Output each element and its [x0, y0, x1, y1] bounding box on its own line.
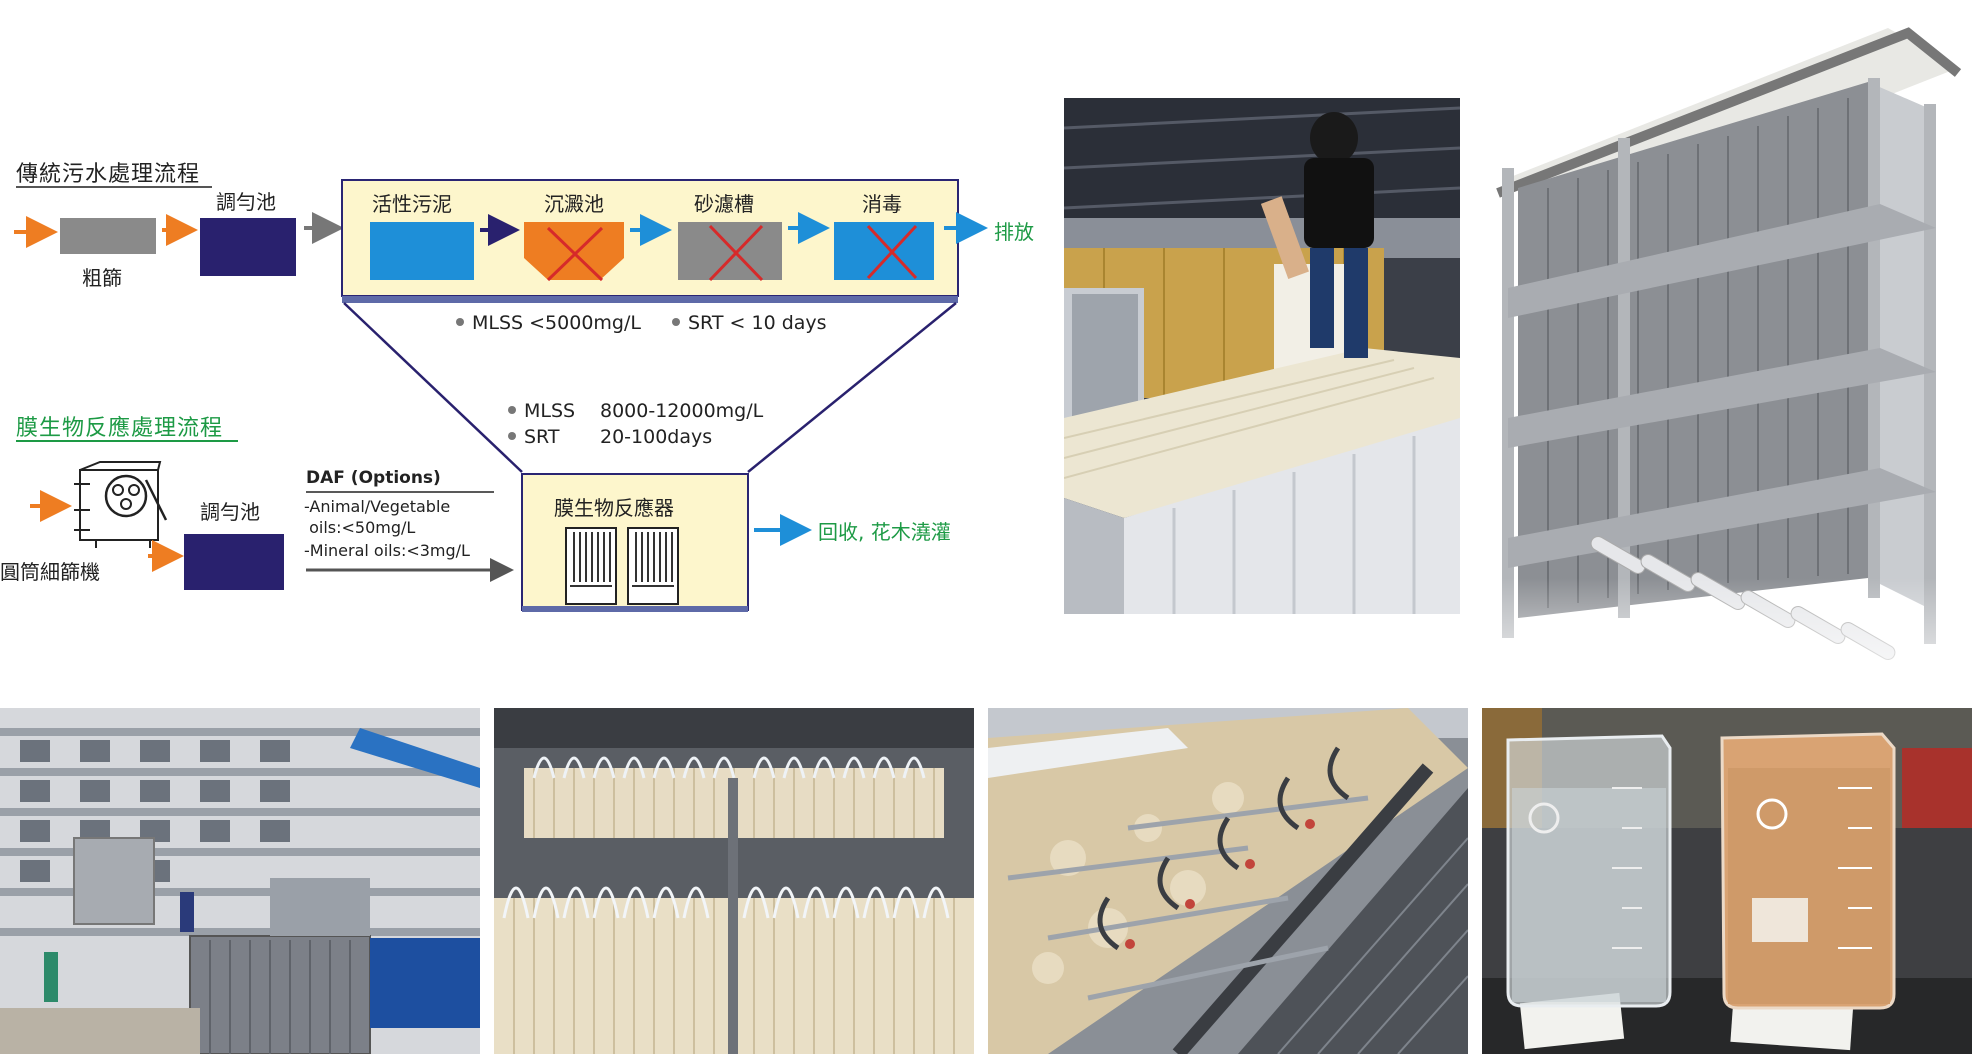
traditional-title: 傳統污水處理流程 [16, 162, 201, 187]
mbr-reactor-label: 膜生物反應器 [554, 496, 674, 520]
traditional-title-underline [16, 186, 212, 188]
mbr-equalization-label: 調勻池 [200, 500, 260, 524]
equalization-tank-block [200, 218, 296, 276]
traditional-equalization-label: 調勻池 [216, 190, 276, 214]
funnel-right-line [747, 302, 957, 473]
daf-line1: -Animal/Vegetable [304, 497, 451, 516]
daf-title: DAF (Options) [306, 468, 441, 488]
traditional-srt: SRT < 10 days [672, 312, 827, 334]
activated-sludge-label: 活性污泥 [372, 192, 452, 216]
drum-screen-icon [74, 461, 168, 548]
photo-aeration-tank [988, 708, 1468, 1054]
disinfection-label: 消毒 [862, 192, 902, 216]
mbr-equalization-block [184, 534, 284, 590]
reuse-label: 回收, 花木澆灌 [818, 520, 951, 544]
discharge-label: 排放 [994, 220, 1034, 244]
sand-filter-label: 砂濾槽 [694, 192, 754, 216]
daf-line2: oils:<50mg/L [304, 518, 416, 537]
disinfection-block [834, 222, 934, 280]
traditional-box-base [342, 296, 958, 303]
mbr-title: 膜生物反應處理流程 [16, 416, 224, 441]
coarse-screen-block [60, 218, 156, 254]
traditional-mlss: MLSS <5000mg/L [456, 312, 641, 334]
photo-beaker-comparison [1482, 708, 1972, 1054]
mbr-reactor-base [522, 606, 748, 612]
sand-filter-block [678, 222, 782, 280]
membrane-module-icon [565, 527, 679, 605]
process-diagram [14, 179, 988, 612]
sedimentation-label: 沉澱池 [544, 192, 604, 216]
photo-crane-delivery [0, 708, 480, 1054]
activated-sludge-block [370, 222, 474, 280]
mbr-title-underline [16, 440, 238, 442]
photo-hollow-fiber [494, 708, 974, 1054]
coarse-screen-label: 粗篩 [82, 266, 122, 290]
drum-screen-label: 圓筒細篩機 [0, 560, 100, 584]
funnel-left-line [343, 302, 523, 473]
daf-line3: -Mineral oils:<3mg/L [304, 541, 470, 560]
photo-installation [1064, 98, 1460, 614]
photo-mbr-module [1488, 18, 1972, 710]
